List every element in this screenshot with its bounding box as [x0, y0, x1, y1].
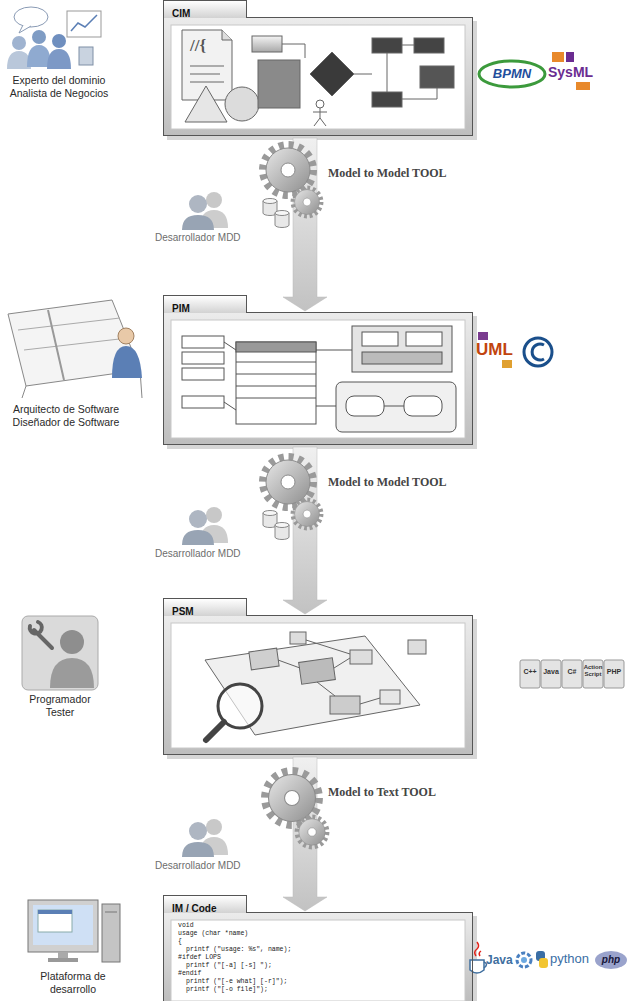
logo-text: Java	[486, 953, 513, 967]
python-logo	[536, 951, 548, 968]
edge-label: Model to Model TOOL	[326, 166, 449, 181]
logo-text: UML	[476, 340, 512, 360]
panel-title: PIM	[172, 303, 190, 314]
code-line: printf ("[-a] [-s] ");	[186, 963, 272, 970]
code-line: printf ("[-o file]");	[186, 987, 268, 994]
caption: Experto del dominio Analista de Negocios	[0, 74, 118, 99]
code-line: usage (char *name)	[178, 931, 248, 938]
language-tile-text: C++	[520, 668, 540, 676]
panel-frame	[163, 17, 477, 1001]
bpmn-logo	[479, 61, 545, 87]
ocl-logo	[524, 338, 552, 366]
model-panel: PIM	[163, 295, 473, 445]
transformation-gears	[263, 145, 327, 847]
model-panel: CIM	[163, 0, 473, 136]
caption: Programador Tester	[20, 693, 100, 718]
role-caption: Desarrollador MDD	[155, 860, 241, 872]
panel-tab: PIM	[163, 295, 247, 313]
developer-figure	[182, 192, 228, 857]
panel-tab: CIM	[163, 0, 247, 18]
logo-text: python	[550, 951, 589, 967]
logo-text: SysML	[548, 64, 592, 81]
language-tile-text: Action Script	[583, 664, 603, 677]
edge-label: Model to Model TOOL	[326, 475, 449, 490]
model-panel: PSM	[163, 598, 473, 755]
edge-label: Model to Text TOOL	[326, 785, 438, 800]
panel-title: PSM	[172, 606, 194, 617]
panel-border	[163, 312, 473, 445]
language-tiles	[520, 660, 624, 688]
code-line: printf ("usage: %s", name);	[186, 947, 291, 954]
panel-border	[163, 615, 473, 755]
panel-border	[163, 17, 473, 136]
caption: Plataforma de desarrollo	[28, 970, 118, 995]
cim-illustration	[182, 30, 454, 126]
caption: Arquitecto de Software Diseñador de Soft…	[2, 403, 130, 428]
architect-figure	[8, 300, 142, 398]
panel-tab: IM / Code	[163, 895, 247, 913]
computer-figure	[28, 900, 120, 962]
logo-text: php	[595, 954, 627, 966]
panel-tab: PSM	[163, 598, 247, 616]
language-tile-text: Java	[541, 668, 561, 676]
language-tile-text: C#	[562, 668, 582, 676]
role-caption: Desarrollador MDD	[155, 232, 241, 244]
code-line: {	[178, 939, 182, 946]
pim-illustration	[182, 326, 456, 432]
panel-title: IM / Code	[172, 903, 216, 914]
code-line: void	[178, 923, 194, 930]
language-tile-text: PHP	[604, 668, 624, 676]
code-line: #endif	[178, 971, 201, 978]
logo-text: BPMN	[481, 66, 543, 82]
eclipse-logo	[517, 953, 531, 967]
php-logo	[595, 951, 627, 969]
psm-illustration	[205, 632, 426, 740]
role-caption: Desarrollador MDD	[155, 548, 241, 560]
code-line: printf ("[-e what] [-r]");	[186, 979, 287, 986]
programmer-figure	[22, 616, 98, 690]
code-line: #ifdef LOPS	[178, 955, 221, 962]
domain-expert-figure	[7, 7, 101, 69]
panel-title: CIM	[172, 8, 190, 19]
document-symbol: //{	[190, 36, 206, 56]
